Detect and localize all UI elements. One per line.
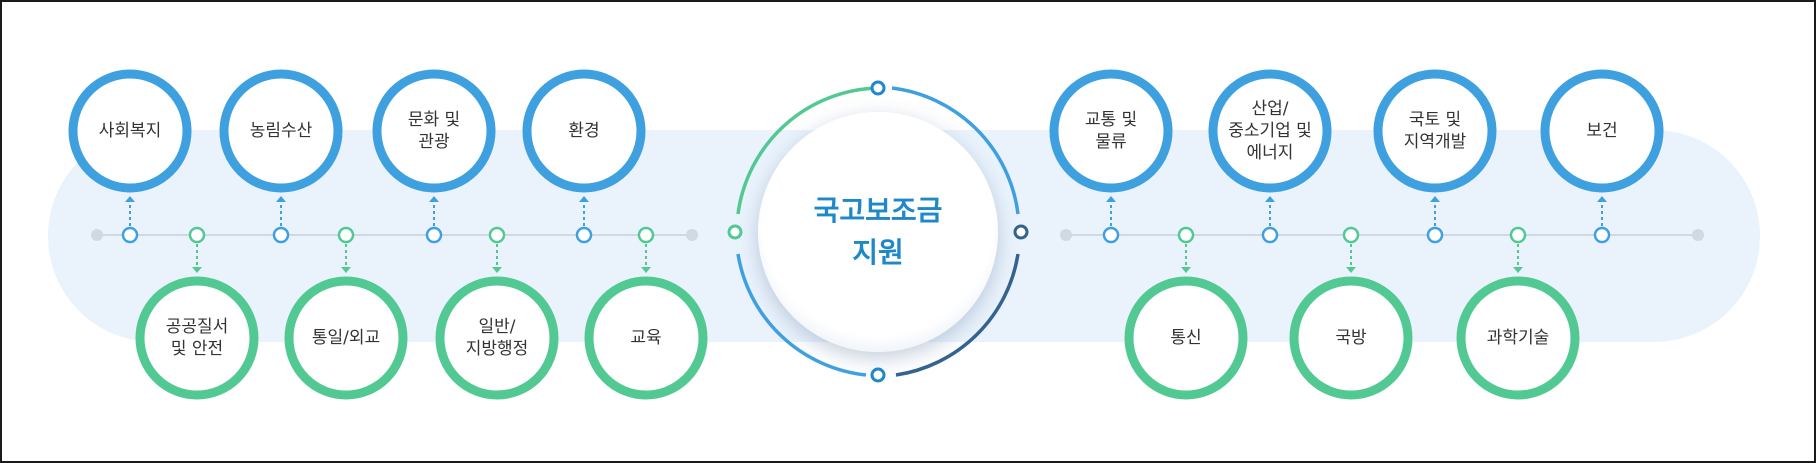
bottom-node-circle: [435, 276, 559, 400]
top-node-label: 사회복지: [98, 121, 162, 141]
top-node-label: 산업/ 중소기업 및 에너지: [1228, 99, 1312, 163]
bottom-node-arrow: [641, 267, 651, 273]
right-track-end-dot: [1692, 229, 1704, 241]
bottom-node-arrow: [341, 267, 351, 273]
left-track-end-dot: [686, 229, 698, 241]
top-node-arrow: [1106, 196, 1116, 202]
bottom-node-arrow: [1513, 267, 1523, 273]
ring-dot-left: [727, 224, 743, 240]
center-ring: [736, 86, 1020, 377]
center-label: 국고보조금 지원: [813, 194, 943, 269]
bottom-node-circle: [1456, 276, 1580, 400]
bottom-node-label: 국방: [1335, 328, 1367, 348]
right-track-end-dot: [1060, 229, 1072, 241]
top-node-circle: [219, 69, 343, 193]
ring-dot-right: [1013, 224, 1029, 240]
top-node-arrow: [579, 196, 589, 202]
ring-dot-top: [870, 80, 886, 96]
bottom-node-arrow: [1346, 267, 1356, 273]
top-node-label: 보건: [1586, 121, 1618, 141]
top-node-arrow: [276, 196, 286, 202]
top-node-circle: [1208, 69, 1332, 193]
top-node-arrow: [1430, 196, 1440, 202]
top-node-track-dot: [121, 226, 139, 244]
bottom-node-track-dot: [337, 226, 355, 244]
bottom-node-label: 공공질서 및 안전: [165, 317, 229, 359]
bottom-node-track-dot: [488, 226, 506, 244]
ring-dot-bottom: [870, 367, 886, 383]
top-node-circle: [522, 69, 646, 193]
top-node-track-dot: [1593, 226, 1611, 244]
bottom-node-circle: [135, 276, 259, 400]
top-node-label: 문화 및 관광: [407, 110, 461, 152]
top-node-track-dot: [575, 226, 593, 244]
top-node-track-dot: [425, 226, 443, 244]
bottom-node-circle: [584, 276, 708, 400]
top-node-label: 환경: [568, 121, 600, 141]
bottom-node-circle: [1124, 276, 1248, 400]
bottom-node-track-dot: [1342, 226, 1360, 244]
bottom-node-arrow: [192, 267, 202, 273]
bottom-node-label: 일반/ 지방행정: [465, 317, 529, 359]
top-node-circle: [372, 69, 496, 193]
bottom-node-label: 과학기술: [1486, 328, 1550, 348]
bottom-node-label: 통신: [1170, 328, 1202, 348]
top-node-circle: [1049, 69, 1173, 193]
bottom-node-arrow: [1181, 267, 1191, 273]
bottom-node-label: 통일/외교: [311, 328, 381, 348]
top-node-circle: [1540, 69, 1664, 193]
bottom-node-track-dot: [1509, 226, 1527, 244]
top-node-track-dot: [1102, 226, 1120, 244]
top-node-track-dot: [272, 226, 290, 244]
top-node-circle: [68, 69, 192, 193]
bottom-node-track-dot: [1177, 226, 1195, 244]
bottom-node-track-dot: [637, 226, 655, 244]
bottom-node-circle: [284, 276, 408, 400]
top-node-arrow: [125, 196, 135, 202]
bottom-node-label: 교육: [630, 328, 662, 348]
center-circle: [758, 112, 998, 352]
top-node-track-dot: [1426, 226, 1444, 244]
top-node-arrow: [1597, 196, 1607, 202]
bottom-node-track-dot: [188, 226, 206, 244]
top-node-arrow: [429, 196, 439, 202]
top-node-track-dot: [1261, 226, 1279, 244]
left-track-end-dot: [91, 229, 103, 241]
top-node-circle: [1373, 69, 1497, 193]
bottom-node-arrow: [492, 267, 502, 273]
top-node-label: 교통 및 물류: [1084, 110, 1138, 152]
top-node-arrow: [1265, 196, 1275, 202]
top-node-label: 국토 및 지역개발: [1403, 110, 1467, 152]
bottom-node-circle: [1289, 276, 1413, 400]
top-node-label: 농림수산: [249, 121, 313, 141]
